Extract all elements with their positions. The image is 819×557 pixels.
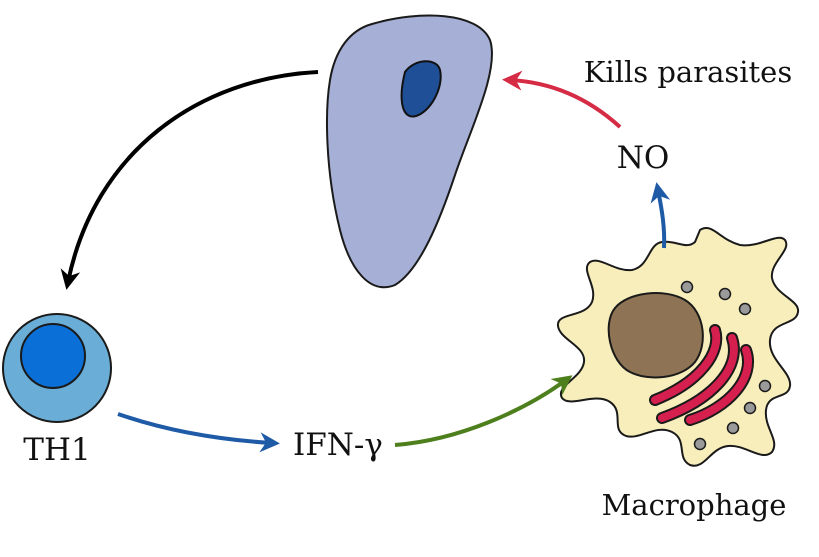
er-fold-2-fill xyxy=(658,334,738,422)
label-macrophage: Macrophage xyxy=(602,488,787,522)
granule xyxy=(680,280,694,294)
arrow-th1-to-ifn xyxy=(117,412,280,453)
granule xyxy=(758,379,772,393)
endoplasmic-reticulum xyxy=(649,324,754,426)
granules xyxy=(680,280,772,451)
granule xyxy=(726,421,740,435)
th1-cell xyxy=(2,313,112,423)
arrow-no-to-parasite xyxy=(502,70,622,129)
th1-inner xyxy=(20,323,86,389)
macrophage-nucleus xyxy=(607,292,704,379)
label-kills-parasites: Kills parasites xyxy=(584,55,792,89)
parasite-nucleus xyxy=(400,60,442,118)
er-fold-1-fill xyxy=(651,326,721,404)
arrow-ifn-to-macrophage xyxy=(394,375,573,447)
granule xyxy=(693,437,707,451)
er-fold-3-fill xyxy=(686,346,752,424)
parasite xyxy=(326,14,493,289)
arrow-macrophage-to-no xyxy=(650,182,671,249)
granule xyxy=(738,302,752,316)
macrophage-cell xyxy=(557,227,800,467)
parasite-body xyxy=(326,14,493,289)
label-ifn-gamma: IFN-γ xyxy=(293,427,383,463)
granule xyxy=(718,287,732,301)
arrow-parasite-to-th1 xyxy=(60,70,319,290)
label-no: NO xyxy=(617,140,670,176)
label-th1: TH1 xyxy=(23,432,90,468)
granule xyxy=(743,401,757,415)
